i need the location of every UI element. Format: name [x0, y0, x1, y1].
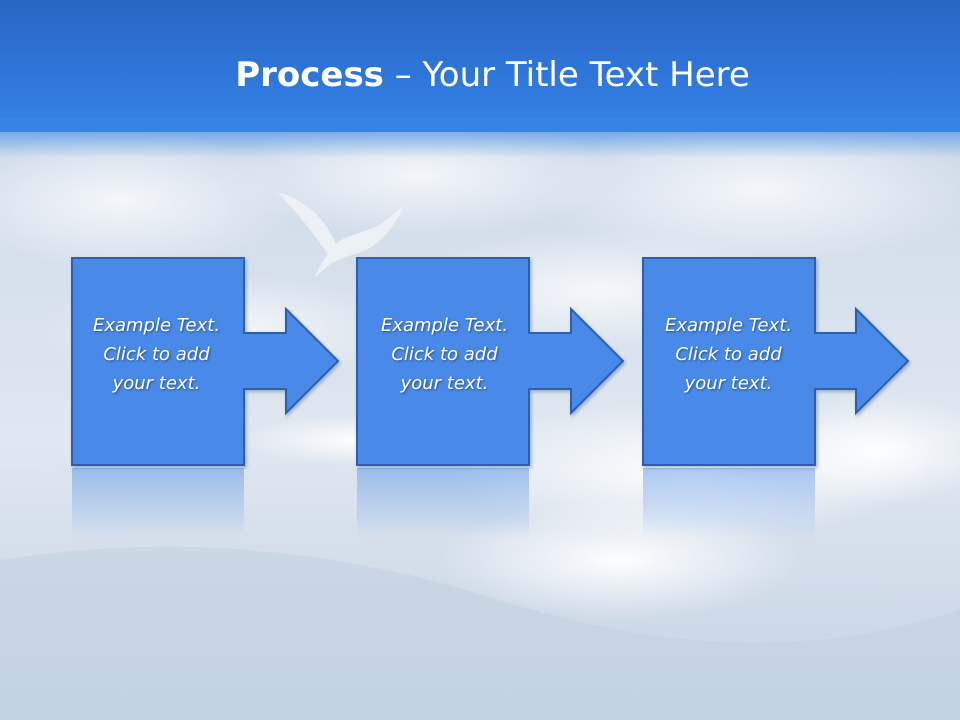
step-1-line-1: Example Text. — [92, 315, 221, 336]
title-bar — [0, 0, 960, 132]
step-3-line-2: Click to add — [675, 344, 782, 365]
slide-title-bold: Process — [235, 55, 384, 95]
step-3-reflection — [643, 468, 815, 538]
step-3-arrow-shape[interactable] — [642, 257, 910, 466]
step-1-reflection — [72, 468, 244, 538]
title-bar-fade — [0, 118, 960, 158]
step-3-line-1: Example Text. — [664, 315, 793, 336]
step-1-arrow-shape[interactable] — [71, 257, 340, 466]
step-2-line-1: Example Text. — [380, 315, 509, 336]
seagull-icon — [278, 192, 404, 278]
step-1-line-2: Click to add — [103, 344, 210, 365]
step-2-reflection — [357, 468, 529, 538]
step-2-text[interactable]: Example Text. Click to add your text. — [357, 311, 532, 398]
step-1-line-3: your text. — [112, 373, 201, 394]
step-2-line-3: your text. — [400, 373, 489, 394]
step-3-line-3: your text. — [684, 373, 773, 394]
step-2-arrow-shape[interactable] — [356, 257, 625, 466]
step-3-text[interactable]: Example Text. Click to add your text. — [641, 311, 816, 398]
slide-title[interactable]: Process – Your Title Text Here — [0, 52, 960, 98]
slide-title-rest: – Your Title Text Here — [383, 55, 750, 95]
step-1-text[interactable]: Example Text. Click to add your text. — [69, 311, 244, 398]
step-2-line-2: Click to add — [391, 344, 498, 365]
